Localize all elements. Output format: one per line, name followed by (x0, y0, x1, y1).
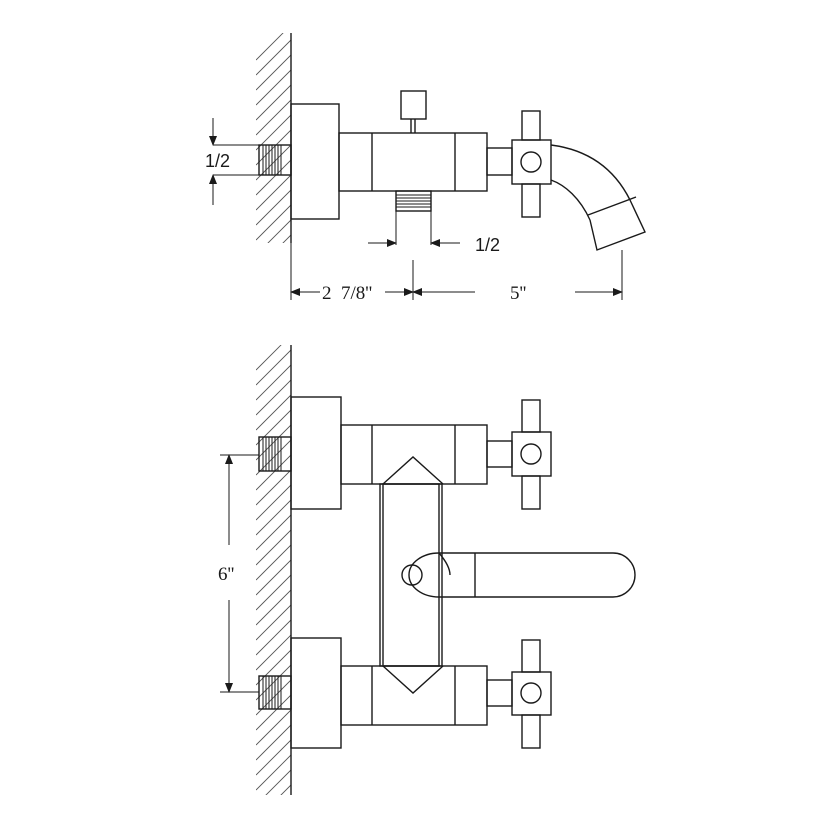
dim-label-inlet-top: 1/2 (205, 151, 230, 171)
bottom-outlet-top (395, 190, 432, 212)
diverter-knob-top (400, 90, 427, 133)
spout-front (408, 552, 636, 598)
mixer-body-upper (340, 424, 488, 485)
dim-outlet-top: 1/2 (368, 211, 500, 255)
wall-flange-upper (290, 396, 342, 510)
dim-label-center-to-spout: 5'' (510, 283, 526, 304)
wall-flange-lower (290, 637, 342, 749)
valve-stem-upper (486, 440, 513, 468)
threaded-inlet-upper (258, 436, 292, 472)
front-elevation-view: 6'' (218, 345, 636, 795)
dim-inlet-spacing: 6'' (218, 454, 259, 693)
dim-inlet-top: 1/2 (205, 118, 259, 205)
wall-flange-top (290, 103, 340, 220)
mixer-body-lower (340, 665, 488, 726)
spout-top (550, 144, 646, 251)
dim-label-inlet-spacing: 6'' (218, 564, 234, 585)
side-elevation-view: 1/2 1/2 2 7/8'' 5'' (205, 33, 646, 304)
cross-handle-top (511, 110, 552, 218)
central-column (379, 456, 444, 694)
threaded-inlet-top (258, 144, 292, 176)
diverter-button (401, 564, 423, 586)
cross-handle-upper (511, 399, 552, 510)
dim-label-wall-to-center: 2 7/8'' (322, 283, 372, 304)
dim-label-outlet-top: 1/2 (475, 235, 500, 255)
wall-hatch-bottom (256, 345, 291, 795)
valve-stem-top (486, 147, 513, 176)
cross-handle-lower (511, 639, 552, 749)
dim-horizontal-top: 2 7/8'' 5'' (290, 243, 623, 304)
wall-hatch-top (256, 33, 291, 243)
mixer-body-top (338, 132, 488, 192)
valve-stem-lower (486, 679, 513, 707)
